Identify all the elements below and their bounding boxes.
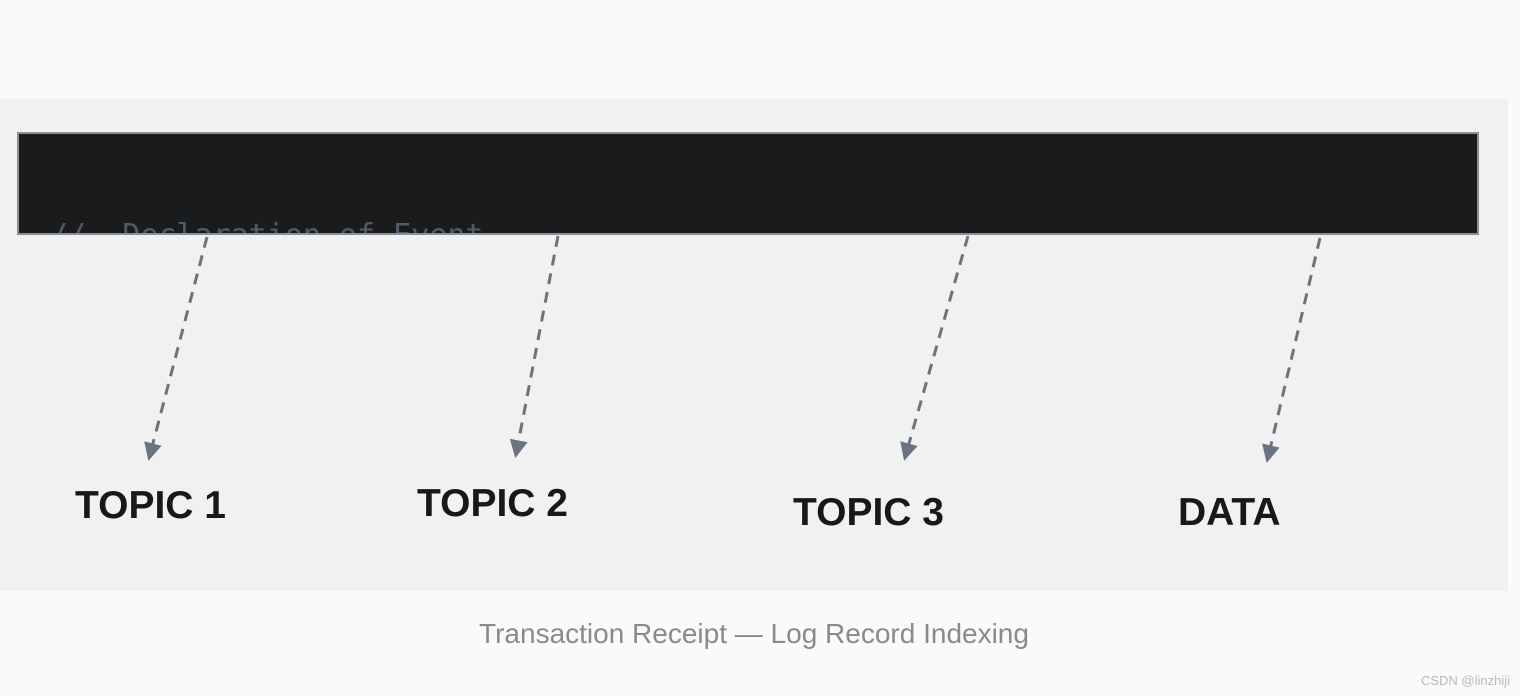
- csdn-watermark: CSDN @linzhiji: [1420, 673, 1510, 688]
- code-snippet: // Declaration of Event event Transfer(a…: [17, 132, 1479, 235]
- label-data: DATA: [1178, 491, 1281, 534]
- figure-caption: Transaction Receipt — Log Record Indexin…: [479, 618, 1029, 649]
- label-topic-1: TOPIC 1: [75, 484, 226, 527]
- code-comment-line: // Declaration of Event: [50, 217, 1477, 233]
- label-topic-3: TOPIC 3: [793, 491, 944, 534]
- label-topic-2: TOPIC 2: [417, 482, 568, 525]
